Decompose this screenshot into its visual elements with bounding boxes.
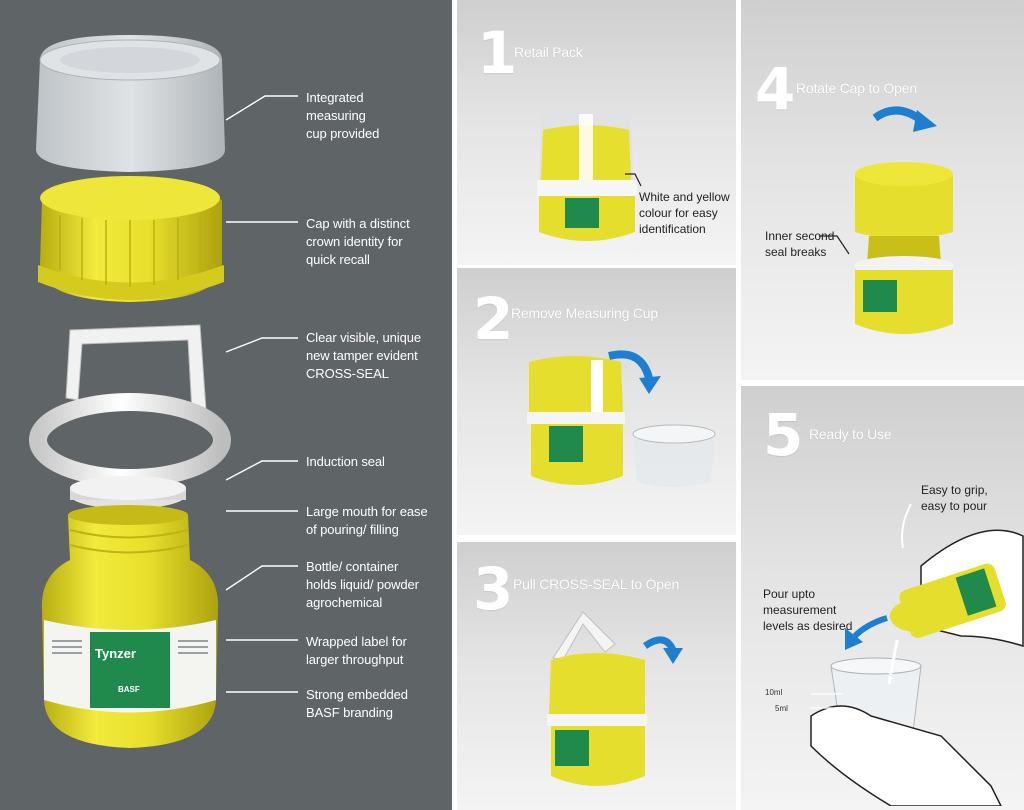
step-5-panel: 5 Ready to Use Easy to grip, easy to pou… bbox=[741, 386, 1024, 810]
callout-large-mouth: Large mouth for ease of pouring/ filling bbox=[306, 504, 428, 537]
callout-cross-seal: Clear visible, unique new tamper evident… bbox=[306, 330, 421, 381]
callout-leader-lines bbox=[225, 95, 298, 693]
measuring-cup bbox=[36, 35, 225, 172]
callout-wrapped-label: Wrapped label for larger throughput bbox=[306, 634, 407, 667]
step-1-leader-line bbox=[625, 173, 642, 187]
yellow-cap bbox=[38, 176, 224, 302]
level-10ml: 10ml bbox=[765, 688, 783, 697]
step-4-note: Inner second seal breaks bbox=[765, 229, 835, 259]
step-5-pour-illustration bbox=[810, 503, 1024, 806]
level-5ml: 5ml bbox=[775, 704, 788, 713]
step-5-grip-note: Easy to grip, easy to pour bbox=[921, 483, 988, 513]
bottle: Tynzer BASF bbox=[41, 505, 219, 748]
callout-cap: Cap with a distinct crown identity for q… bbox=[306, 216, 410, 267]
step-3-panel: 3 Pull CROSS-SEAL to Open bbox=[457, 542, 736, 810]
step-3-pull-seal-illustration bbox=[547, 611, 683, 786]
bottle-brand-text: Tynzer bbox=[95, 646, 136, 661]
step-4-title: Rotate Cap to Open bbox=[796, 80, 917, 96]
step-1-panel: 1 Retail Pack White and yellow colour fo… bbox=[457, 0, 736, 265]
step-3-number: 3 bbox=[473, 555, 514, 623]
callout-induction-seal: Induction seal bbox=[306, 454, 385, 469]
step-1-number: 1 bbox=[477, 19, 518, 87]
step-4-number: 4 bbox=[755, 55, 796, 123]
induction-seal bbox=[70, 476, 186, 509]
step-2-remove-cup-illustration bbox=[527, 350, 716, 487]
step-3-title: Pull CROSS-SEAL to Open bbox=[513, 576, 680, 592]
step-5-pour-note: Pour upto measurement levels as desired bbox=[763, 587, 853, 633]
step-2-number: 2 bbox=[473, 285, 514, 353]
callout-basf-branding: Strong embedded BASF branding bbox=[306, 687, 408, 720]
step-4-leader-line bbox=[819, 235, 850, 255]
step-2-title: Remove Measuring Cup bbox=[511, 305, 658, 321]
step-2-panel: 2 Remove Measuring Cup bbox=[457, 268, 736, 535]
step-1-title: Retail Pack bbox=[514, 44, 583, 60]
step-4-rotate-cap-illustration bbox=[854, 106, 954, 334]
callout-bottle: Bottle/ container holds liquid/ powder a… bbox=[306, 559, 419, 610]
step-1-retail-pack-illustration bbox=[537, 108, 637, 241]
callout-measuring-cup: Integrated measuring cup provided bbox=[306, 90, 380, 141]
step-1-note: White and yellow colour for easy identif… bbox=[639, 190, 730, 236]
bottle-maker-text: BASF bbox=[118, 685, 140, 694]
exploded-view-illustration: Tynzer BASF bbox=[29, 35, 298, 748]
step-5-number: 5 bbox=[763, 401, 804, 469]
step-5-title: Ready to Use bbox=[809, 426, 892, 442]
cross-seal bbox=[29, 324, 231, 487]
step-4-panel: 4 Rotate Cap to Open Inner second seal b… bbox=[741, 0, 1024, 380]
